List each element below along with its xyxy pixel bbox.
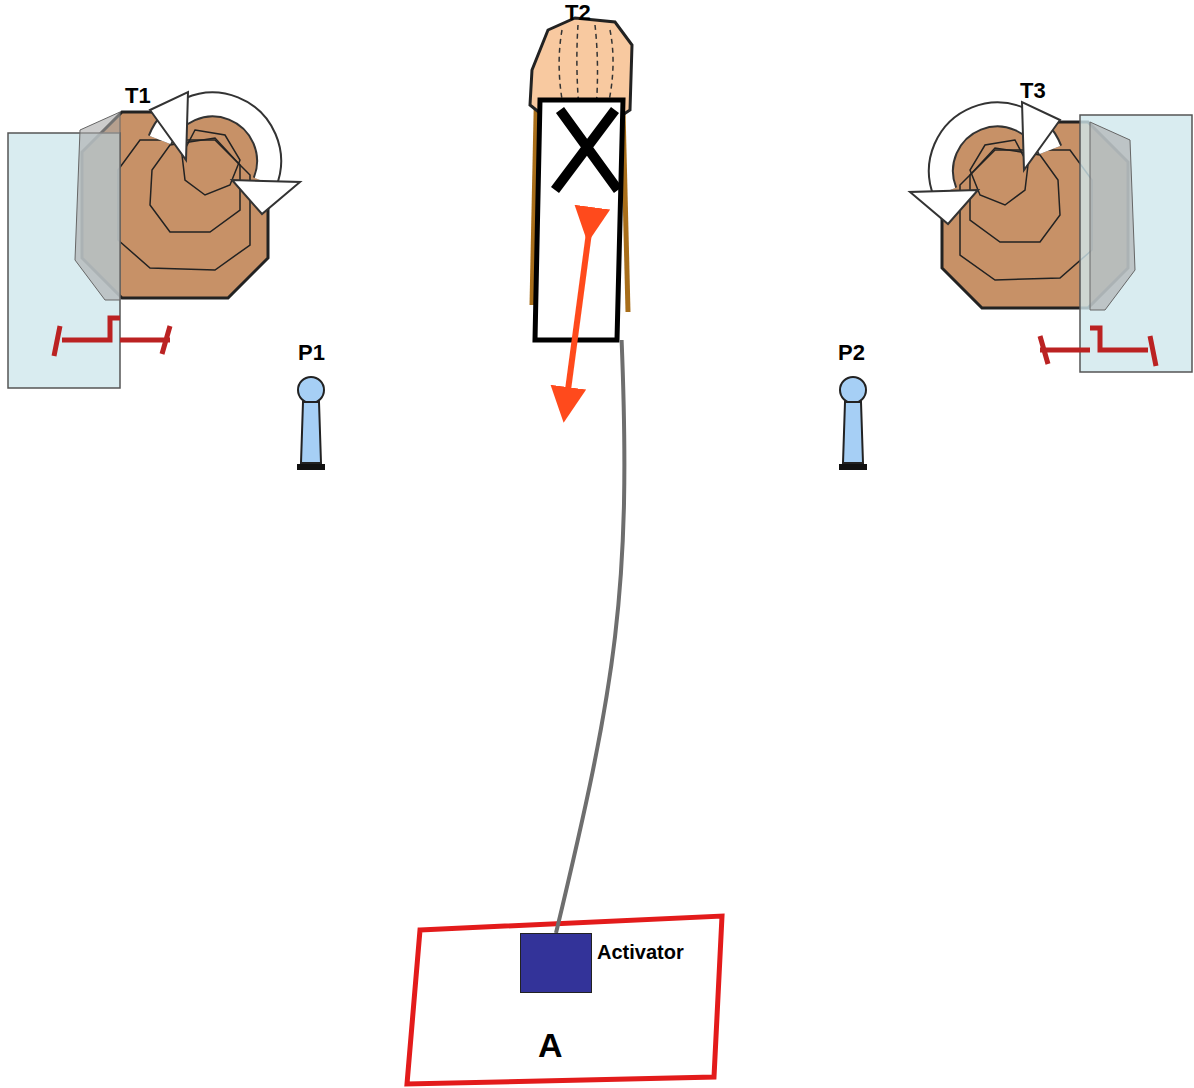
steel-target: T3 (895, 80, 1192, 375)
activator-cable (556, 340, 624, 933)
shooting-area (407, 916, 722, 1084)
target-label: T3 (1020, 80, 1046, 102)
target-label: T2 (565, 2, 591, 24)
device-label: Activator (597, 942, 684, 962)
shooting-area: A Activator (400, 910, 730, 1088)
target-label: P1 (298, 342, 325, 364)
activator-box: Activator (520, 933, 592, 993)
target-label: T1 (125, 85, 151, 107)
steel-target (8, 92, 300, 388)
popper-target: P2 (830, 342, 880, 472)
steel-target: T1 (5, 85, 305, 390)
target-label: A (538, 1028, 563, 1062)
popper-target (297, 377, 325, 470)
popper-target (839, 377, 867, 470)
target-label: P2 (838, 342, 865, 364)
popper-target: P1 (290, 342, 340, 472)
swinger-target: T2 (525, 2, 640, 347)
swinger-target (530, 18, 632, 405)
steel-target (910, 102, 1192, 372)
